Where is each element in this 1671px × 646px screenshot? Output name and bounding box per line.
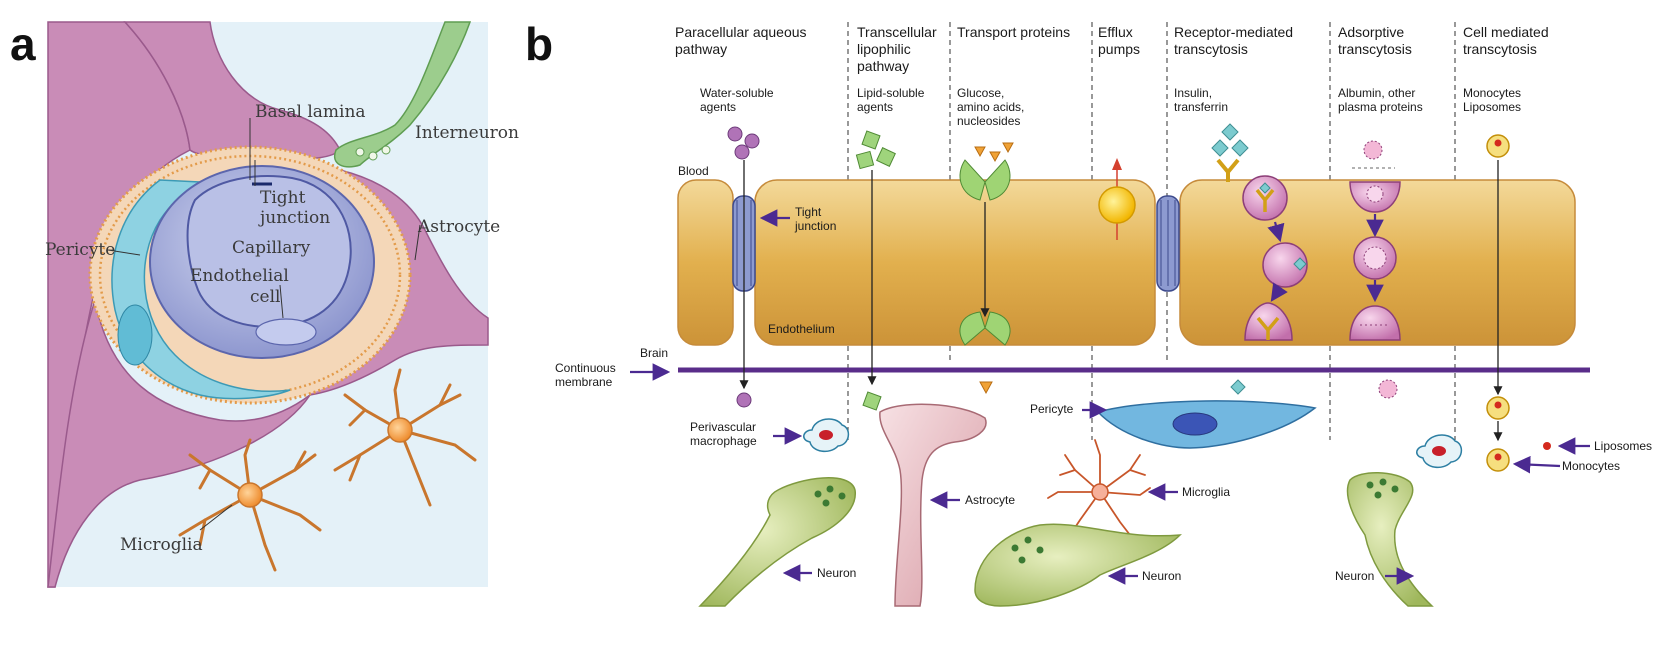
label-endothelium: Endothelium xyxy=(768,322,835,336)
label-liposomes: Liposomes xyxy=(1594,439,1652,453)
neuron-2 xyxy=(974,523,1182,607)
label-tight-b-1: Tight xyxy=(795,205,822,219)
endothelial-nucleus xyxy=(255,318,317,346)
label-brain: Brain xyxy=(640,346,668,360)
astrocyte-b xyxy=(879,403,987,607)
header-adsorptive-2: transcytosis xyxy=(1338,41,1412,57)
label-perivascular-1: Perivascular xyxy=(690,420,756,434)
label-neuron-1: Neuron xyxy=(817,566,856,580)
header-transcellular-3: pathway xyxy=(857,58,909,74)
label-microglia-b: Microglia xyxy=(1182,485,1230,499)
label-blood: Blood xyxy=(678,164,709,178)
label-neuron-2: Neuron xyxy=(1142,569,1181,583)
label-capillary: Capillary xyxy=(232,238,311,258)
label-pericyte-a: Pericyte xyxy=(45,240,115,260)
column-subheaders: Water-soluble agents Lipid-soluble agent… xyxy=(700,86,1521,128)
label-continuous-2: membrane xyxy=(555,375,613,389)
sub-insulin-1: Insulin, xyxy=(1174,86,1212,100)
sub-liposomes: Liposomes xyxy=(1463,100,1521,114)
interneuron xyxy=(333,21,472,168)
receptor-mediated-transcytosis xyxy=(1211,123,1308,395)
label-tight-junction-2: junction xyxy=(258,208,330,228)
label-basal-lamina: Basal lamina xyxy=(255,102,366,122)
sub-albumin-1: Albumin, other xyxy=(1338,86,1415,100)
header-receptor-2: transcytosis xyxy=(1174,41,1248,57)
label-neuron-3: Neuron xyxy=(1335,569,1374,583)
header-paracellular-2: pathway xyxy=(675,41,727,57)
sub-lipid-1: Lipid-soluble xyxy=(857,86,925,100)
header-efflux-2: pumps xyxy=(1098,41,1140,57)
lipid-soluble-agents xyxy=(855,130,896,411)
pericyte-nucleus xyxy=(117,304,153,366)
sub-glucose-2: amino acids, xyxy=(957,100,1024,114)
header-transcellular-2: lipophilic xyxy=(857,41,911,57)
header-transcellular-1: Transcellular xyxy=(857,24,937,40)
efflux-pump xyxy=(1098,158,1136,240)
panel-a-letter: a xyxy=(10,18,36,70)
neuron-3 xyxy=(1346,472,1434,607)
perivascular-macrophage-2 xyxy=(1416,434,1463,469)
label-perivascular-2: macrophage xyxy=(690,434,757,448)
label-interneuron: Interneuron xyxy=(415,123,519,143)
label-astrocyte-a: Astrocyte xyxy=(417,217,500,237)
sub-glucose-3: nucleosides xyxy=(957,114,1020,128)
header-cell-mediated-2: transcytosis xyxy=(1463,41,1537,57)
sub-insulin-2: transferrin xyxy=(1174,100,1228,114)
label-pericyte-b: Pericyte xyxy=(1030,402,1074,416)
label-astrocyte-b: Astrocyte xyxy=(965,493,1015,507)
sub-lipid-2: agents xyxy=(857,100,893,114)
label-endothelial-2: cell xyxy=(250,287,280,307)
label-tight-b-2: junction xyxy=(794,219,836,233)
capillary-lumen xyxy=(186,175,352,328)
sub-water-2: agents xyxy=(700,100,736,114)
label-microglia-a: Microglia xyxy=(120,535,203,555)
neuron-1 xyxy=(698,477,856,607)
astrocyte-endfoot-bottom xyxy=(47,299,311,588)
sub-monocytes: Monocytes xyxy=(1463,86,1521,100)
sub-glucose-1: Glucose, xyxy=(957,86,1004,100)
endothelium-segment-1 xyxy=(677,179,734,346)
sub-albumin-2: plasma proteins xyxy=(1338,100,1423,114)
column-headers: Paracellular aqueous pathway Transcellul… xyxy=(675,24,1549,74)
header-efflux-1: Efflux xyxy=(1098,24,1133,40)
header-cell-mediated-1: Cell mediated xyxy=(1463,24,1549,40)
water-soluble-agents xyxy=(727,126,760,408)
header-receptor-1: Receptor-mediated xyxy=(1174,24,1293,40)
cell-mediated-transcytosis xyxy=(1486,134,1551,472)
transport-proteins xyxy=(959,142,1014,395)
label-continuous-1: Continuous xyxy=(555,361,616,375)
sub-water-1: Water-soluble xyxy=(700,86,774,100)
label-endothelial-1: Endothelial xyxy=(190,266,289,286)
adsorptive-transcytosis xyxy=(1349,140,1401,399)
label-monocytes: Monocytes xyxy=(1562,459,1620,473)
microglia-cell xyxy=(178,368,477,572)
perivascular-macrophage xyxy=(803,418,850,453)
header-transport-proteins: Transport proteins xyxy=(957,24,1070,40)
header-adsorptive-1: Adsorptive xyxy=(1338,24,1404,40)
pericyte xyxy=(111,179,291,400)
panel-b-letter: b xyxy=(525,18,553,70)
label-tight-junction-1: Tight xyxy=(260,188,306,208)
header-paracellular-1: Paracellular aqueous xyxy=(675,24,807,40)
